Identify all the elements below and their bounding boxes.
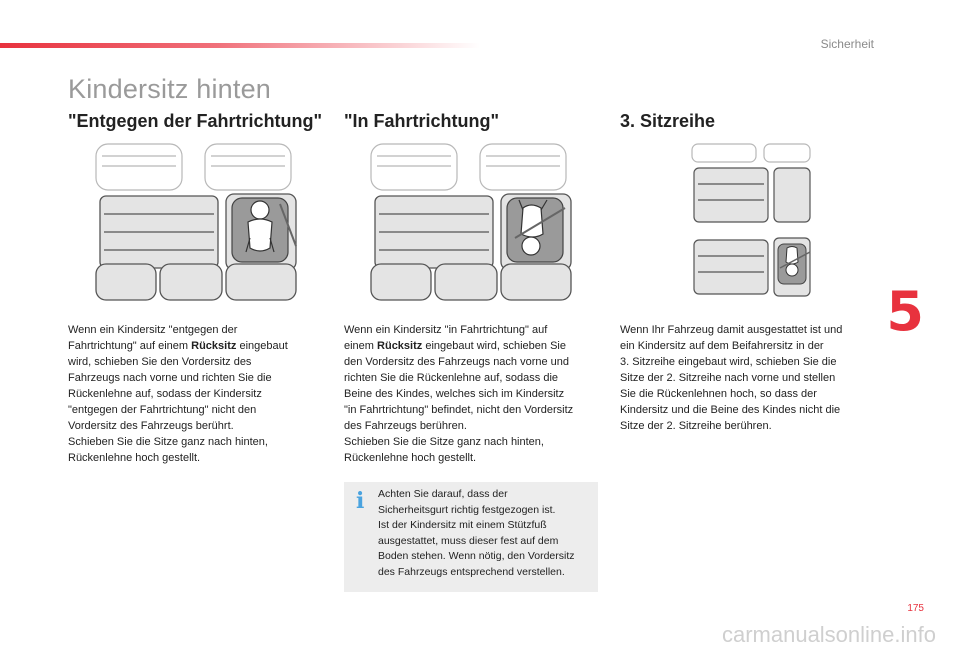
section-forward-facing: "In Fahrtrichtung" <box>344 108 604 134</box>
info-note-box: i Achten Sie darauf, dass der Sicherheit… <box>344 482 598 592</box>
chapter-number: 5 <box>886 280 924 343</box>
section-third-row-text: Wenn Ihr Fahrzeug damit ausgestattet ist… <box>620 322 870 434</box>
section-rear-facing-text: Wenn ein Kindersitz "entgegen der Fahrtr… <box>68 322 330 466</box>
text-run: eingebaut wird, schieben Sie den Vorders… <box>68 340 288 464</box>
section-heading-rear-facing: "Entgegen der Fahrtrichtung" <box>68 111 323 131</box>
forward-facing-seat-illustration <box>370 143 572 301</box>
section-forward-facing-text: Wenn ein Kindersitz "in Fahrtrichtung" a… <box>344 322 606 466</box>
text-run: Wenn ein Kindersitz "in Fahrtrichtung" a… <box>344 324 548 352</box>
info-icon: i <box>356 488 365 514</box>
bold-term: Rücksitz <box>191 340 237 352</box>
header-accent-bar <box>0 43 480 48</box>
third-row-seat-illustration <box>691 143 811 297</box>
text-run: Wenn ein Kindersitz "entgegen der Fahrtr… <box>68 324 238 352</box>
bold-term: Rücksitz <box>377 340 423 352</box>
page-number: 175 <box>907 603 924 614</box>
rear-facing-paragraph: Wenn ein Kindersitz "entgegen der Fahrtr… <box>68 322 330 466</box>
text-run: Wenn Ihr Fahrzeug damit ausgestattet ist… <box>620 324 843 432</box>
section-third-row: 3. Sitzreihe <box>620 108 870 134</box>
page-title: Kindersitz hinten <box>68 74 272 104</box>
section-heading-forward-facing: "In Fahrtrichtung" <box>344 111 500 131</box>
info-note-text: Achten Sie darauf, dass der Sicherheitsg… <box>378 488 575 578</box>
watermark: carmanualsonline.info <box>721 622 936 647</box>
section-heading-third-row: 3. Sitzreihe <box>620 111 716 131</box>
forward-facing-paragraph: Wenn ein Kindersitz "in Fahrtrichtung" a… <box>344 322 606 466</box>
rear-facing-seat-illustration <box>95 143 297 301</box>
text-run: eingebaut wird, schieben Sie den Vorders… <box>344 340 574 464</box>
third-row-paragraph: Wenn Ihr Fahrzeug damit ausgestattet ist… <box>620 322 870 434</box>
section-rear-facing: "Entgegen der Fahrtrichtung" <box>68 108 328 134</box>
section-title: Sicherheit <box>820 37 874 51</box>
